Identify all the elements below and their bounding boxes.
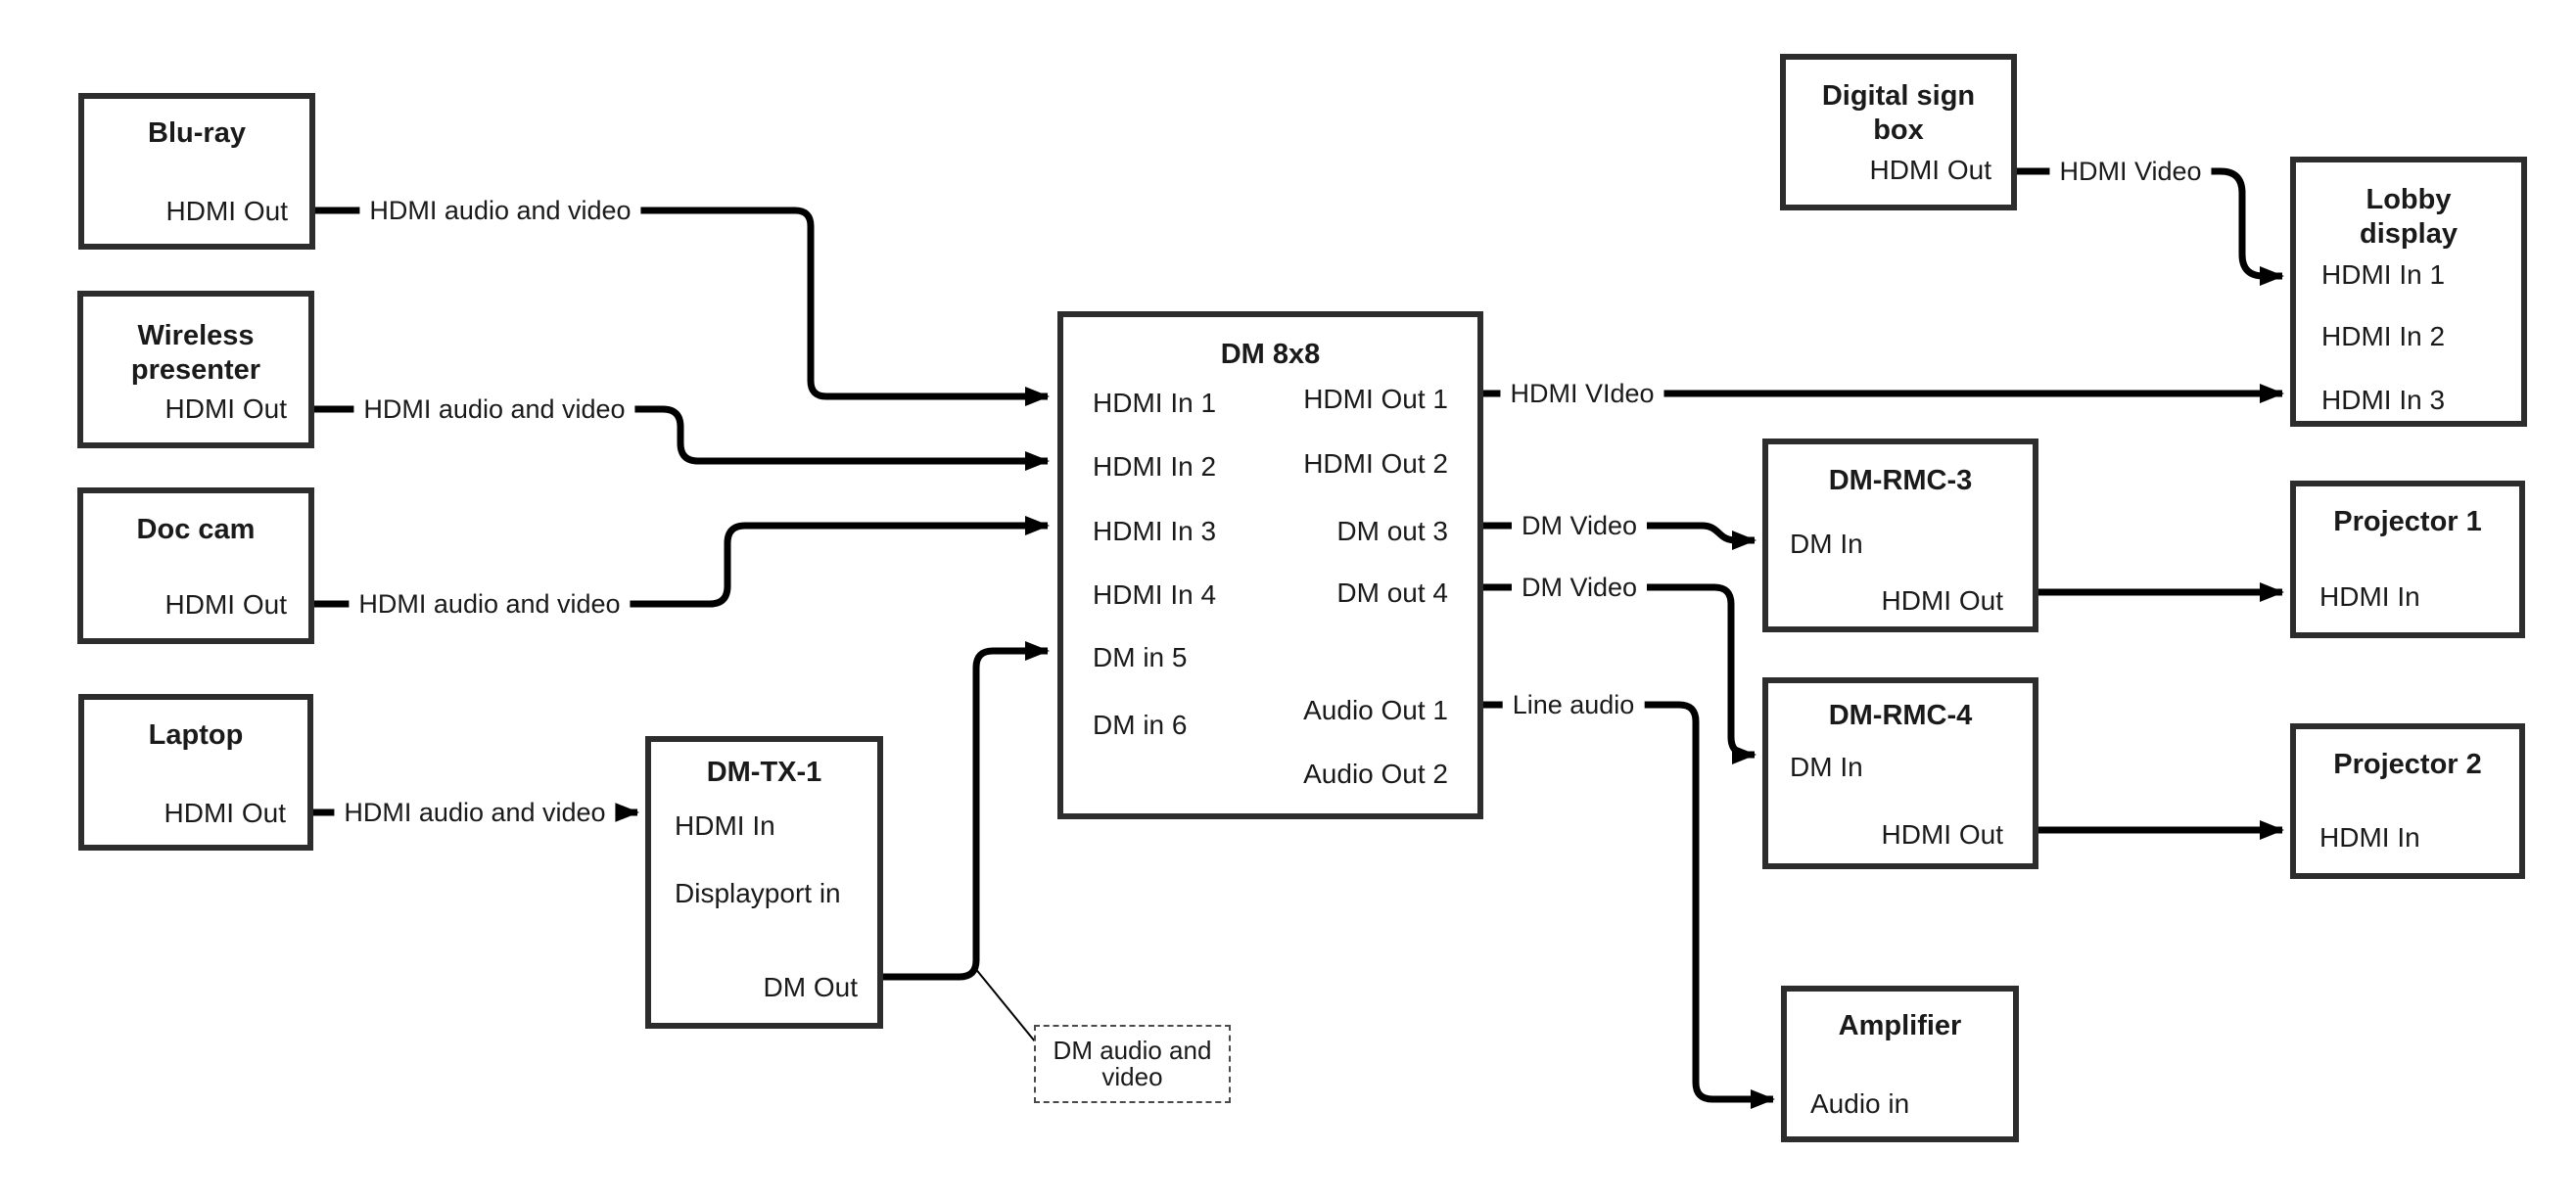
port-hdmi-in-2: HDMI In 2 [1093,451,1217,482]
port-hdmi-in: HDMI In [675,810,775,841]
cable-label-dm-video-out3: DM Video [1511,510,1648,541]
port-dm-out-4: DM out 4 [1336,577,1448,608]
port-hdmi-in-2: HDMI In 2 [2321,321,2446,351]
node-doc-cam: Doc cam HDMI Out [77,487,314,644]
cable-label-hdmi-video-sign: HDMI Video [2049,156,2212,187]
node-digital-sign-box: Digital sign box HDMI Out [1780,54,2017,210]
port-dm-in-5: DM in 5 [1093,642,1188,672]
node-projector-2: Projector 2 HDMI In [2290,723,2525,879]
port-hdmi-out: HDMI Out [1881,819,2003,850]
port-audio-out-2: Audio Out 2 [1303,759,1448,789]
port-hdmi-in-1: HDMI In 1 [2321,259,2446,290]
node-title: Projector 1 [2333,506,2482,537]
node-lobby-display: Lobby display HDMI In 1 HDMI In 2 HDMI I… [2290,157,2527,427]
port-audio-out-1: Audio Out 1 [1303,695,1448,725]
port-hdmi-out: HDMI Out [164,393,287,424]
port-hdmi-in: HDMI In [2319,822,2420,853]
cable-label-hdmi-av-laptop: HDMI audio and video [334,797,616,828]
port-dm-out-3: DM out 3 [1336,516,1448,546]
port-hdmi-out: HDMI Out [1869,155,1991,185]
node-title: Lobby display [2360,184,2458,250]
port-dm-in: DM In [1790,529,1863,559]
port-hdmi-in-1: HDMI In 1 [1093,388,1217,418]
port-hdmi-in-4: HDMI In 4 [1093,579,1217,610]
cable-wireless-to-dm8x8-in2 [314,405,1050,471]
node-blu-ray: Blu-ray HDMI Out [78,93,315,250]
node-amplifier: Amplifier Audio in [1781,986,2019,1142]
node-title: Laptop [148,719,244,751]
node-dm-rmc-3: DM-RMC-3 DM In HDMI Out [1762,439,2038,632]
cable-dmtx1-to-dm8x8-in5 [883,641,1050,981]
port-hdmi-out: HDMI Out [164,589,287,620]
note-callout-line [973,966,1036,1042]
port-audio-in: Audio in [1810,1088,1910,1119]
node-title: DM-TX-1 [706,757,822,788]
node-dm-rmc-4: DM-RMC-4 DM In HDMI Out [1762,677,2038,869]
cable-dm8x8-out3-to-dmrmc3 [1483,522,1756,550]
cable-label-line-audio: Line audio [1502,689,1645,720]
node-dm-8x8: DM 8x8 HDMI In 1 HDMI In 2 HDMI In 3 HDM… [1057,311,1483,819]
port-hdmi-in-3: HDMI In 3 [2321,385,2446,415]
node-title: Digital sign box [1821,80,1976,146]
node-laptop: Laptop HDMI Out [78,694,313,851]
port-dm-out: DM Out [763,972,858,1002]
node-title: Blu-ray [148,117,246,149]
port-displayport-in: Displayport in [675,878,841,908]
port-hdmi-out-2: HDMI Out 2 [1303,448,1448,479]
node-dm-tx-1: DM-TX-1 HDMI In Displayport in DM Out [645,736,883,1029]
port-hdmi-out: HDMI Out [1881,585,2003,616]
node-projector-1: Projector 1 HDMI In [2290,481,2525,638]
port-dm-in: DM In [1790,752,1863,782]
node-wireless-presenter: Wireless presenter HDMI Out [77,291,314,448]
port-hdmi-out-1: HDMI Out 1 [1303,384,1448,414]
port-hdmi-out: HDMI Out [165,196,288,226]
port-hdmi-out: HDMI Out [164,798,286,828]
node-title: Amplifier [1838,1010,1962,1041]
node-title: DM 8x8 [1220,339,1321,370]
port-dm-in-6: DM in 6 [1093,710,1188,740]
cable-label-hdmi-av-doccam: HDMI audio and video [349,588,631,620]
cable-bluray-to-dm8x8-in1 [315,207,1050,406]
cable-label-hdmi-av-bluray: HDMI audio and video [359,195,641,226]
node-title: DM-RMC-3 [1828,465,1973,496]
port-hdmi-in-3: HDMI In 3 [1093,516,1217,546]
cable-label-hdmi-video-out1: HDMI VIdeo [1500,378,1664,409]
node-title: Projector 2 [2333,749,2482,780]
cable-doccam-to-dm8x8-in3 [314,516,1050,608]
note-dm-audio-video: DM audio and video [1034,1025,1231,1103]
node-title: Wireless presenter [130,320,261,386]
port-hdmi-in: HDMI In [2319,581,2420,612]
node-title: Doc cam [136,514,256,545]
cable-digitalsign-to-lobby-in1 [2017,167,2284,286]
cable-dm8x8-out4-to-dmrmc4 [1483,583,1756,764]
node-title: DM-RMC-4 [1828,700,1973,731]
cable-label-dm-video-out4: DM Video [1511,572,1648,603]
cable-label-hdmi-av-wireless: HDMI audio and video [353,393,635,425]
cable-dm8x8-audio1-to-amplifier [1483,701,1775,1109]
